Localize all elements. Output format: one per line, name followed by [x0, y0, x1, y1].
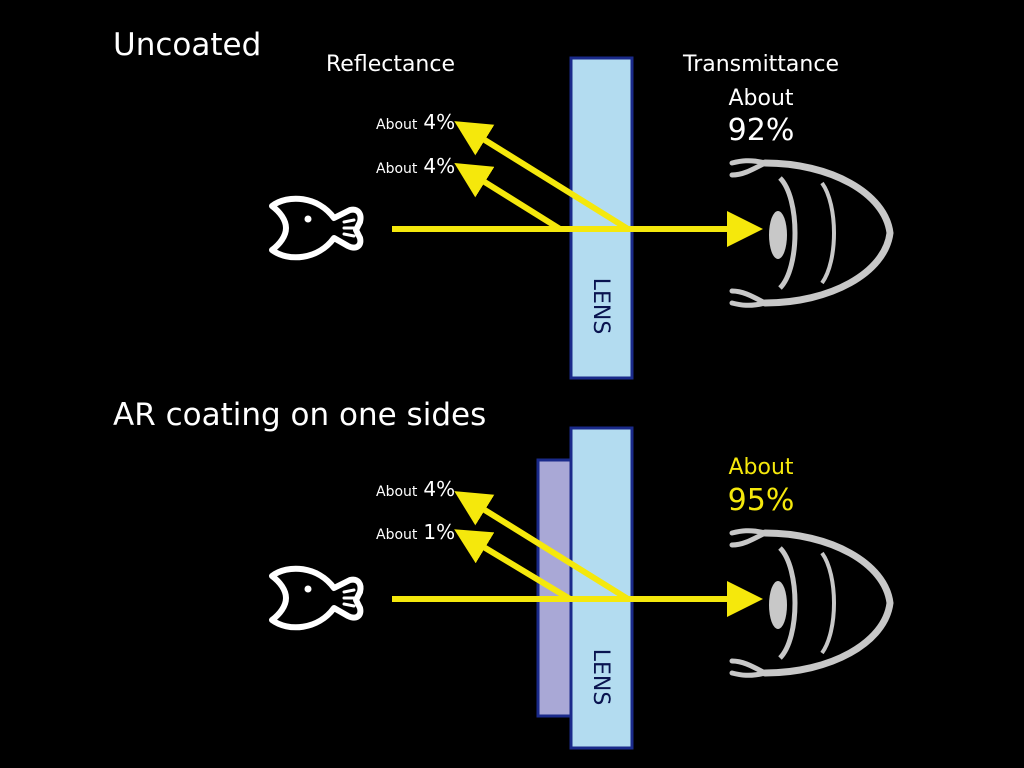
reflection-about: About — [376, 117, 418, 133]
reflection-about: About — [376, 161, 418, 177]
reflection-label-1: About 4% — [376, 112, 455, 132]
lens-coated — [569, 426, 634, 750]
transmittance-value: 92% — [727, 113, 795, 148]
reflection-ray-2 — [454, 163, 562, 232]
reflection-value: 4% — [423, 110, 456, 134]
reflection-ray-1 — [454, 121, 630, 232]
fish-icon — [272, 199, 361, 258]
transmittance-label: Transmittance — [683, 52, 839, 77]
eye-icon — [732, 531, 890, 676]
reflection-value: 4% — [423, 154, 456, 178]
reflection-ray-1 — [454, 491, 630, 602]
reflection-value: 4% — [423, 477, 456, 501]
fish-icon — [272, 569, 361, 628]
lens-uncoated — [569, 56, 634, 380]
reflection-ray-2 — [454, 529, 572, 602]
lens-label: LENS — [588, 278, 613, 335]
reflection-about: About — [376, 527, 418, 543]
section-title-ar-coated: AR coating on one sides — [113, 397, 487, 433]
reflection-label-2: About 4% — [376, 156, 455, 176]
transmittance-about: About — [728, 455, 794, 480]
reflection-label-2: About 1% — [376, 522, 455, 542]
ar-coated-diagram — [272, 426, 890, 750]
section-title-uncoated: Uncoated — [113, 27, 262, 63]
uncoated-diagram — [272, 56, 890, 380]
transmittance-value: 95% — [727, 483, 795, 518]
eye-icon — [732, 161, 890, 306]
reflection-value: 1% — [423, 520, 456, 544]
lens-label: LENS — [588, 649, 613, 706]
reflection-about: About — [376, 484, 418, 500]
transmittance-about: About — [728, 86, 794, 111]
reflection-label-1: About 4% — [376, 479, 455, 499]
reflectance-label: Reflectance — [326, 52, 456, 77]
